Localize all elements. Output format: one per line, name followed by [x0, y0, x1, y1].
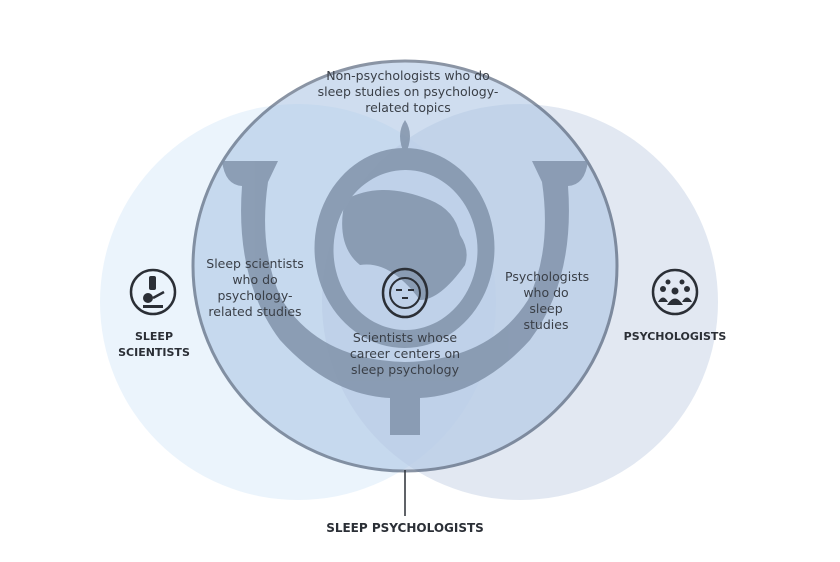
region-top-text: Non-psychologists who do sleep studies o…: [317, 68, 499, 115]
sleep-scientists-label: SLEEP SCIENTISTS: [118, 330, 190, 359]
group-icon: [651, 268, 699, 316]
region-right-text: Psychologists who do sleep studies: [505, 269, 590, 332]
sleep-psychologists-label: SLEEP PSYCHOLOGISTS: [326, 521, 484, 535]
sleeping-face-icon: [381, 267, 429, 319]
region-left-text: Sleep scientists who do psychology-relat…: [206, 256, 304, 319]
region-center-text: Scientists whose career centers on sleep…: [349, 330, 461, 377]
microscope-icon: [129, 268, 177, 316]
psychologists-label: PSYCHOLOGISTS: [623, 330, 727, 343]
psi-sleeping-head-logo: [222, 120, 588, 435]
